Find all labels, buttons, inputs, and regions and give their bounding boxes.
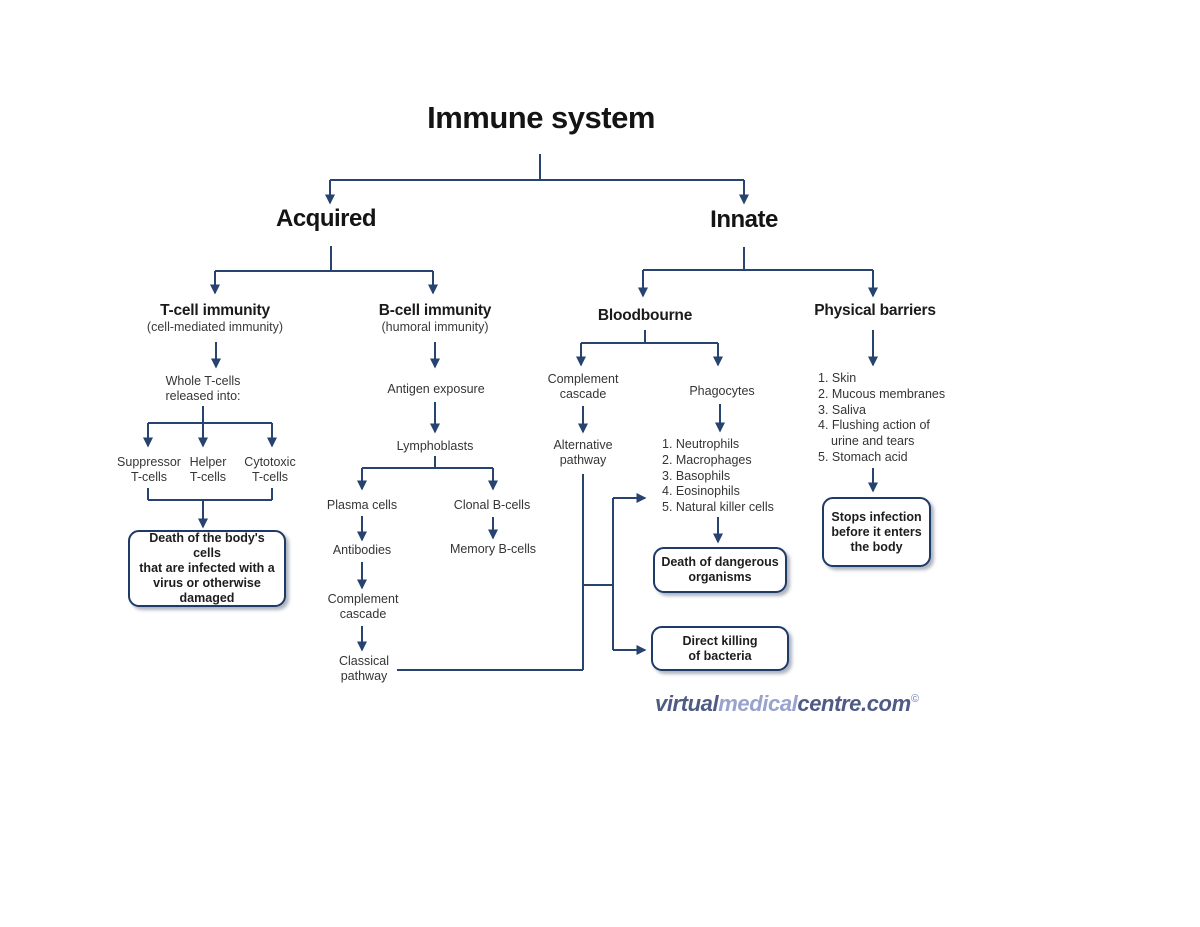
logo-part-medical: medical (718, 691, 798, 716)
list-item-continuation: urine and tears (831, 434, 915, 449)
node-clonal-bcells: Clonal B-cells (453, 498, 531, 512)
node-alternative-pathway: Alternative pathway (553, 438, 613, 467)
list-item: 2. Mucous membranes (818, 386, 946, 401)
node-bcell-immunity-subtitle: (humoral immunity) (381, 320, 489, 334)
copyright-icon: © (910, 693, 919, 705)
node-antigen-exposure: Antigen exposure (387, 382, 485, 396)
list-item: 5. Natural killer cells (662, 500, 774, 515)
connector-arrows (143, 180, 878, 655)
node-cytotoxic-tcells: Cytotoxic T-cells (244, 455, 296, 484)
logo-part-centre-com: centre.com (797, 691, 911, 716)
node-complement-cascade-innate: Complement cascade (547, 372, 619, 401)
node-suppressor-tcells: Suppressor T-cells (117, 455, 181, 484)
node-bcell-immunity: B-cell immunity (378, 302, 492, 319)
virtualmedicalcentre-logo: virtualmedicalcentre.com© (655, 691, 919, 717)
node-helper-tcells: Helper T-cells (189, 455, 227, 484)
list-item: 1. Neutrophils (662, 437, 740, 451)
node-memory-bcells: Memory B-cells (449, 542, 537, 556)
diagram-title: Immune system (427, 100, 655, 135)
outcome-box-death-of-body-cells: Death of the body's cells that are infec… (128, 530, 286, 607)
logo-part-virtual: virtual (655, 691, 719, 716)
list-item: 2. Macrophages (662, 452, 752, 467)
node-innate: Innate (710, 206, 778, 233)
outcome-box-direct-killing-of-bacteria: Direct killing of bacteria (651, 626, 789, 671)
list-item: 4. Flushing action of (818, 418, 930, 433)
outcome-box-stops-infection: Stops infection before it enters the bod… (822, 497, 931, 567)
node-bloodbourne: Bloodbourne (597, 307, 693, 324)
node-tcell-immunity-subtitle: (cell-mediated immunity) (146, 320, 284, 334)
node-plasma-cells: Plasma cells (326, 498, 398, 512)
list-item: 5. Stomach acid (818, 449, 908, 464)
list-item: 3. Saliva (818, 402, 866, 417)
node-physical-barriers: Physical barriers (814, 302, 936, 319)
list-item: 3. Basophils (662, 468, 731, 483)
node-whole-tcells: Whole T-cells released into: (165, 374, 241, 403)
phagocyte-types-list: 1. Neutrophils 2. Macrophages 3. Basophi… (662, 437, 774, 516)
barrier-list: 1. Skin 2. Mucous membranes 3. Saliva 4.… (818, 371, 945, 466)
connector-trunks (147, 154, 873, 671)
node-classical-pathway: Classical pathway (338, 654, 390, 683)
node-antibodies: Antibodies (332, 543, 392, 557)
list-item: 1. Skin (818, 371, 857, 385)
node-lymphoblasts: Lymphoblasts (396, 439, 474, 453)
node-phagocytes: Phagocytes (689, 384, 755, 398)
node-complement-cascade-acquired: Complement cascade (327, 592, 399, 621)
list-item: 4. Eosinophils (662, 484, 740, 499)
node-tcell-immunity: T-cell immunity (160, 302, 270, 319)
node-acquired: Acquired (275, 205, 377, 232)
outcome-box-death-of-dangerous-organisms: Death of dangerous organisms (653, 547, 787, 593)
